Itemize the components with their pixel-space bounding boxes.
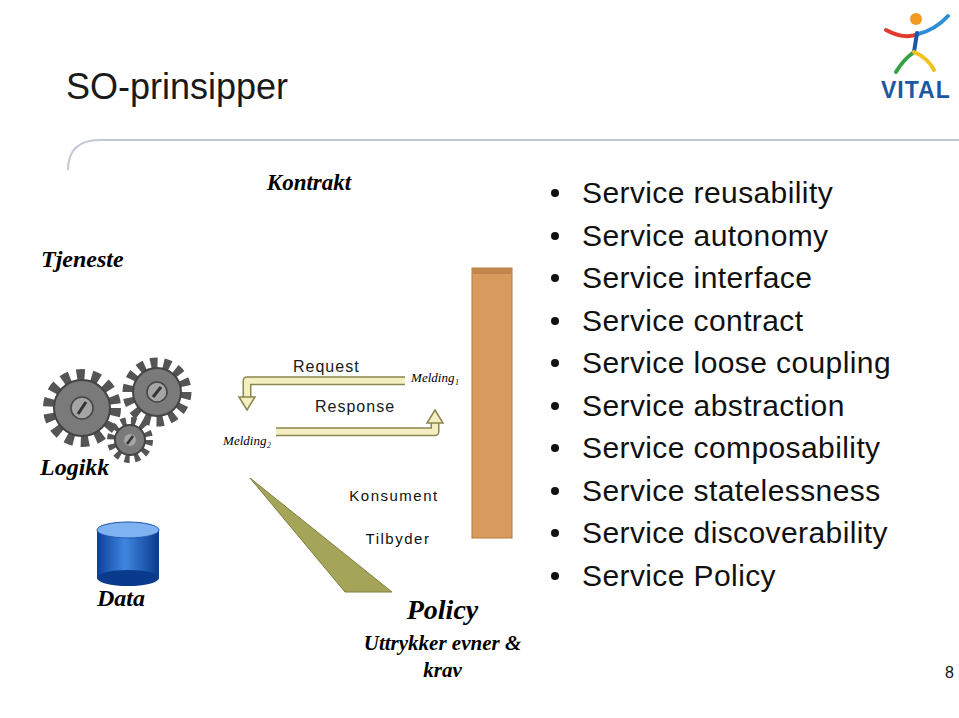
document-fold (265, 410, 276, 421)
gear-hub (147, 382, 167, 402)
connector-line (247, 381, 405, 399)
area-label: Logikk (40, 454, 109, 481)
message-name: Melding₂ (223, 433, 271, 449)
contract-shape (263, 139, 355, 702)
consumer-arrow: Konsument (330, 478, 472, 512)
gear-hub (71, 397, 93, 419)
gear-teeth (128, 363, 186, 421)
gear-teeth (49, 375, 115, 441)
contract-ellipse: Kontrakt (262, 138, 356, 703)
contract-ellipse-content: Kontrakt (262, 138, 356, 703)
bullet-dot (551, 189, 559, 197)
arrow-head (239, 397, 255, 410)
database-top (97, 522, 159, 538)
gear-slot (127, 436, 133, 444)
logo-leg (914, 52, 934, 70)
connector-label: Response (315, 398, 395, 416)
block-arrow (330, 520, 448, 556)
policy-description: Uttrykker evner & krav (349, 630, 536, 685)
logo-arm (918, 16, 948, 34)
connector-outline (276, 421, 435, 432)
policy-title: Policy (407, 594, 479, 626)
policy-callout: PolicyUttrykker evner & krav (335, 578, 550, 700)
page-number: 8 (945, 664, 954, 682)
bullet-dot (551, 529, 559, 537)
callout-box (335, 578, 550, 700)
message-document: Melding₂ (218, 410, 276, 472)
gear-slot (78, 402, 86, 414)
gear-body (115, 425, 145, 455)
provider-label: Tilbyder (366, 530, 431, 547)
bullet-dot (551, 402, 559, 410)
principle-item: Service discoverability (582, 516, 888, 550)
bullet-dot (551, 359, 559, 367)
principle-item: Service autonomy (582, 219, 829, 253)
document-fold (454, 345, 465, 356)
database-bottom (97, 570, 159, 586)
bullet-dot (551, 274, 559, 282)
policy-callout-content: PolicyUttrykker evner & krav (335, 578, 550, 700)
connector-line (276, 421, 435, 432)
principle-item: Service contract (582, 304, 803, 338)
gear-body (133, 368, 181, 416)
bullet-dot (551, 317, 559, 325)
consumer-bar (472, 268, 512, 538)
principle-item: Service reusability (582, 176, 833, 210)
slide-title: SO-prinsipper (66, 66, 288, 108)
logo-arm (886, 30, 918, 36)
principle-item: Service statelessness (582, 474, 881, 508)
principle-item: Service interface (582, 261, 812, 295)
service-title: Tjeneste (41, 246, 124, 273)
document-shadow (221, 413, 279, 475)
provider-arrow: Tilbyder (330, 520, 448, 556)
message-document: Melding₁ (405, 345, 465, 410)
principle-item: Service composability (582, 431, 881, 465)
consumer-bar-edge (472, 268, 512, 274)
connector-outline (247, 381, 405, 399)
message-document-content: Melding₁ (405, 345, 465, 410)
logo-wordmark: VITAL (881, 77, 951, 104)
document-sheet (405, 345, 465, 410)
message-document-content: Melding₂ (218, 410, 276, 472)
document-sheet (218, 410, 276, 472)
principle-item: Service loose coupling (582, 346, 891, 380)
logo-head (910, 13, 922, 25)
consumer-label: Konsument (349, 487, 438, 504)
principle-item: Service Policy (582, 559, 776, 593)
gear-slot (153, 387, 161, 397)
block-arrow (330, 478, 472, 512)
consumer-arrow-content: Konsument (330, 478, 472, 512)
provider-arrow-content: Tilbyder (330, 520, 448, 556)
bullet-dot (551, 232, 559, 240)
bullet-dot (551, 444, 559, 452)
message-name: Melding₁ (411, 370, 459, 386)
principle-item: Service abstraction (582, 389, 845, 423)
logo-leg (896, 52, 914, 72)
logo-body (914, 33, 917, 52)
bullet-dot (551, 572, 559, 580)
box-front-face (5, 250, 252, 637)
bullet-dot (551, 487, 559, 495)
gear-body (54, 380, 110, 436)
connector-label: Request (293, 358, 360, 376)
title-rule (68, 140, 959, 170)
contract-ellipse-outline (262, 138, 356, 703)
area-label: Data (97, 585, 145, 612)
arrow-head (427, 410, 443, 423)
document-shadow (408, 348, 468, 413)
gear-hub (124, 434, 136, 446)
contract-title: Kontrakt (267, 170, 351, 196)
gear-teeth (111, 421, 149, 459)
